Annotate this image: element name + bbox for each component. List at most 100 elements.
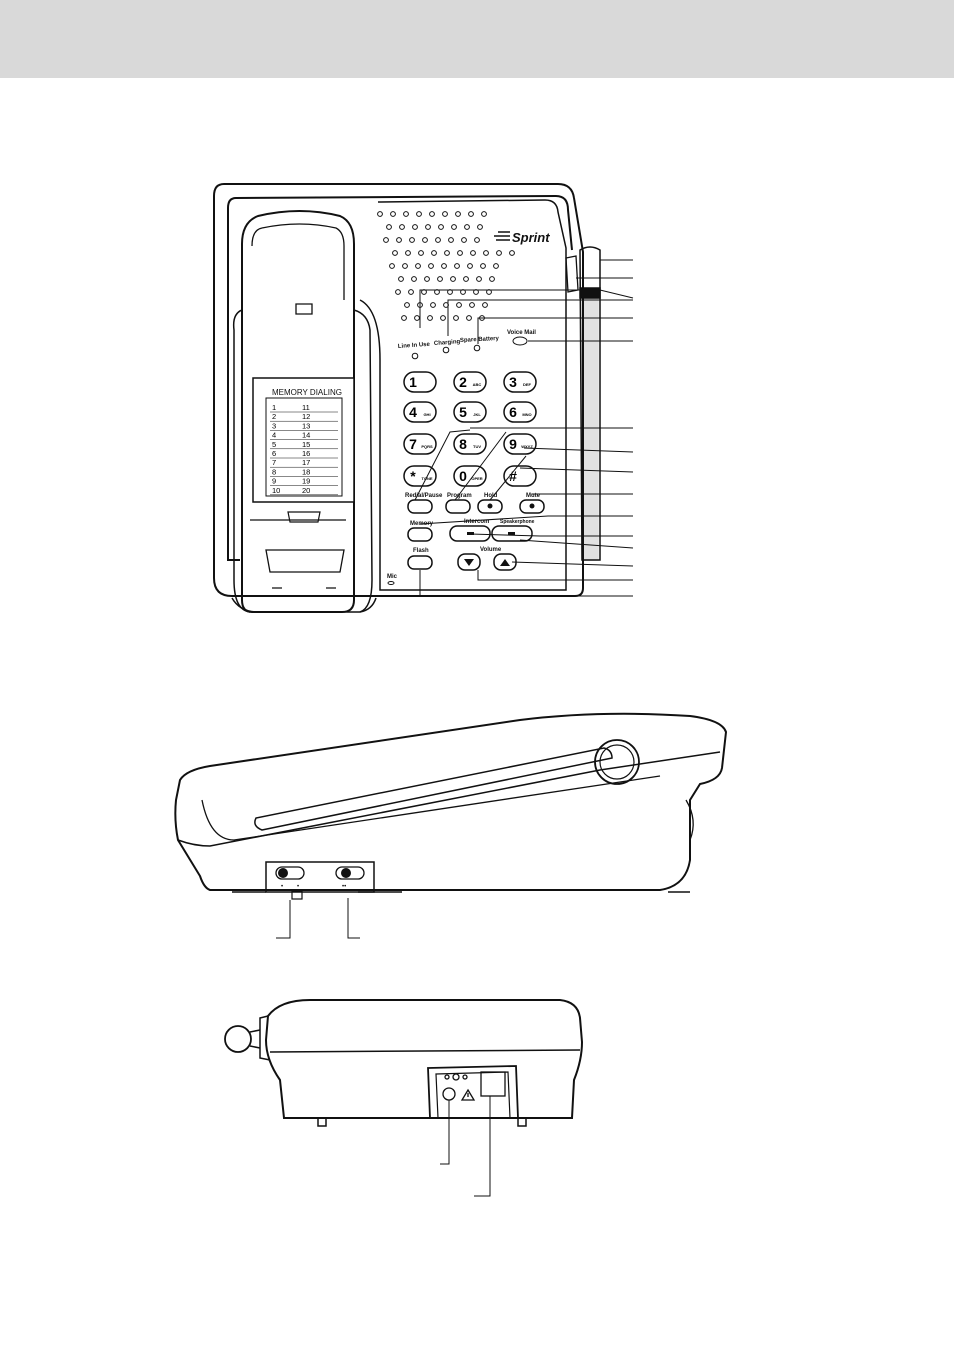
redial-pause-button[interactable] bbox=[407, 499, 433, 514]
callout-leader-lines bbox=[414, 259, 634, 597]
callout-leader-line bbox=[477, 570, 633, 581]
keypad-key-letters: MNO bbox=[522, 412, 531, 417]
memory-card-number: 7 bbox=[272, 458, 276, 467]
keypad-key[interactable] bbox=[403, 371, 437, 393]
grille-hole bbox=[435, 237, 441, 243]
keypad-key-digit: # bbox=[509, 468, 517, 484]
handset bbox=[231, 210, 377, 613]
flash-button[interactable] bbox=[407, 555, 433, 570]
keypad-key-letters: PQRS bbox=[421, 444, 433, 449]
function-key-dots bbox=[464, 503, 535, 566]
memory-button[interactable] bbox=[407, 527, 433, 542]
grille-hole bbox=[448, 237, 454, 243]
left-switch-mark-2: • bbox=[297, 884, 299, 890]
grille-hole bbox=[467, 263, 473, 269]
keypad-key[interactable] bbox=[503, 465, 537, 487]
grille-hole bbox=[430, 302, 436, 308]
keypad-key[interactable] bbox=[453, 371, 487, 393]
grille-hole bbox=[450, 276, 456, 282]
grille-hole bbox=[440, 315, 446, 321]
grille-hole bbox=[401, 315, 407, 321]
grille-hole bbox=[415, 263, 421, 269]
header-band bbox=[0, 0, 954, 78]
warning-triangle-icon bbox=[460, 1088, 476, 1101]
grille-hole bbox=[408, 289, 414, 295]
memory-card-number: 1 bbox=[272, 403, 276, 412]
grille-hole bbox=[480, 263, 486, 269]
callout-leader-line bbox=[419, 289, 634, 328]
keypad-key-letters: TONE bbox=[421, 476, 432, 481]
memory-card-number: 5 bbox=[272, 440, 276, 449]
left-side-switch[interactable] bbox=[275, 866, 305, 880]
keypad-key[interactable] bbox=[403, 401, 437, 423]
keypad-key[interactable] bbox=[503, 371, 537, 393]
memory-card-number: 9 bbox=[272, 477, 276, 486]
grille-hole bbox=[383, 237, 389, 243]
intercom-button[interactable] bbox=[449, 525, 491, 542]
right-switch-mark: •• bbox=[342, 884, 346, 890]
program-label: Program bbox=[447, 493, 472, 499]
callout-leader-line bbox=[447, 299, 633, 336]
speakerphone-label: Speakerphone bbox=[500, 519, 535, 525]
grille-hole bbox=[427, 315, 433, 321]
grille-hole bbox=[438, 224, 444, 230]
function-keys bbox=[407, 499, 545, 571]
callout-leader-line bbox=[523, 447, 634, 453]
keypad-key[interactable] bbox=[453, 433, 487, 455]
volume-label: Volume bbox=[480, 547, 502, 553]
dc-power-jack[interactable] bbox=[442, 1087, 456, 1101]
grille-hole bbox=[444, 250, 450, 256]
keypad-key-letters: TUV bbox=[473, 444, 481, 449]
grille-hole bbox=[474, 237, 480, 243]
callout-leader-line bbox=[511, 561, 634, 567]
grille-hole bbox=[437, 276, 443, 282]
program-button[interactable] bbox=[445, 499, 471, 514]
grille-hole bbox=[442, 211, 448, 217]
memory-card-number: 4 bbox=[272, 431, 276, 440]
grille-hole bbox=[461, 237, 467, 243]
grille-hole bbox=[395, 289, 401, 295]
base-back-view bbox=[224, 999, 584, 1127]
back-panel-ports bbox=[442, 1071, 506, 1101]
phone-line-jack[interactable] bbox=[480, 1071, 506, 1097]
grille-hole bbox=[477, 224, 483, 230]
keypad-key[interactable] bbox=[453, 465, 487, 487]
keypad-key[interactable] bbox=[403, 433, 437, 455]
grille-hole bbox=[457, 250, 463, 256]
flash-label: Flash bbox=[413, 548, 429, 554]
right-side-switch[interactable] bbox=[335, 866, 365, 880]
grille-hole bbox=[428, 263, 434, 269]
volume-up-arrow-icon bbox=[500, 559, 510, 566]
mic-label: Mic bbox=[387, 574, 398, 580]
spare-battery-label: Spare Battery bbox=[460, 336, 500, 344]
grille-hole bbox=[418, 250, 424, 256]
grille-hole bbox=[453, 315, 459, 321]
grille-hole bbox=[483, 250, 489, 256]
mute-button[interactable] bbox=[519, 499, 545, 514]
keypad-key[interactable] bbox=[403, 465, 437, 487]
grille-hole bbox=[390, 211, 396, 217]
grille-hole bbox=[425, 224, 431, 230]
side-view-leaders bbox=[276, 898, 360, 939]
callout-leader-line bbox=[419, 570, 633, 597]
grille-hole bbox=[454, 263, 460, 269]
keypad-key[interactable] bbox=[453, 401, 487, 423]
memory-card-number: 19 bbox=[302, 477, 310, 486]
grille-hole bbox=[396, 237, 402, 243]
redial-pause-label: Redial/Pause bbox=[405, 493, 443, 499]
grille-hole bbox=[509, 250, 515, 256]
back-view-leaders bbox=[440, 1096, 491, 1197]
grille-hole bbox=[409, 237, 415, 243]
base-side-view bbox=[174, 712, 728, 893]
grille-hole bbox=[377, 211, 383, 217]
keypad-key[interactable] bbox=[503, 433, 537, 455]
speakerphone-button[interactable] bbox=[491, 525, 533, 542]
keypad-key-digit: 7 bbox=[409, 436, 417, 452]
sprint-logo-text: Sprint bbox=[512, 230, 550, 245]
volume-down-button[interactable] bbox=[457, 553, 481, 571]
grille-hole bbox=[463, 276, 469, 282]
volume-down-arrow-icon bbox=[464, 559, 474, 566]
keypad-key[interactable] bbox=[503, 401, 537, 423]
left-switch-mark-1: • bbox=[281, 884, 283, 890]
